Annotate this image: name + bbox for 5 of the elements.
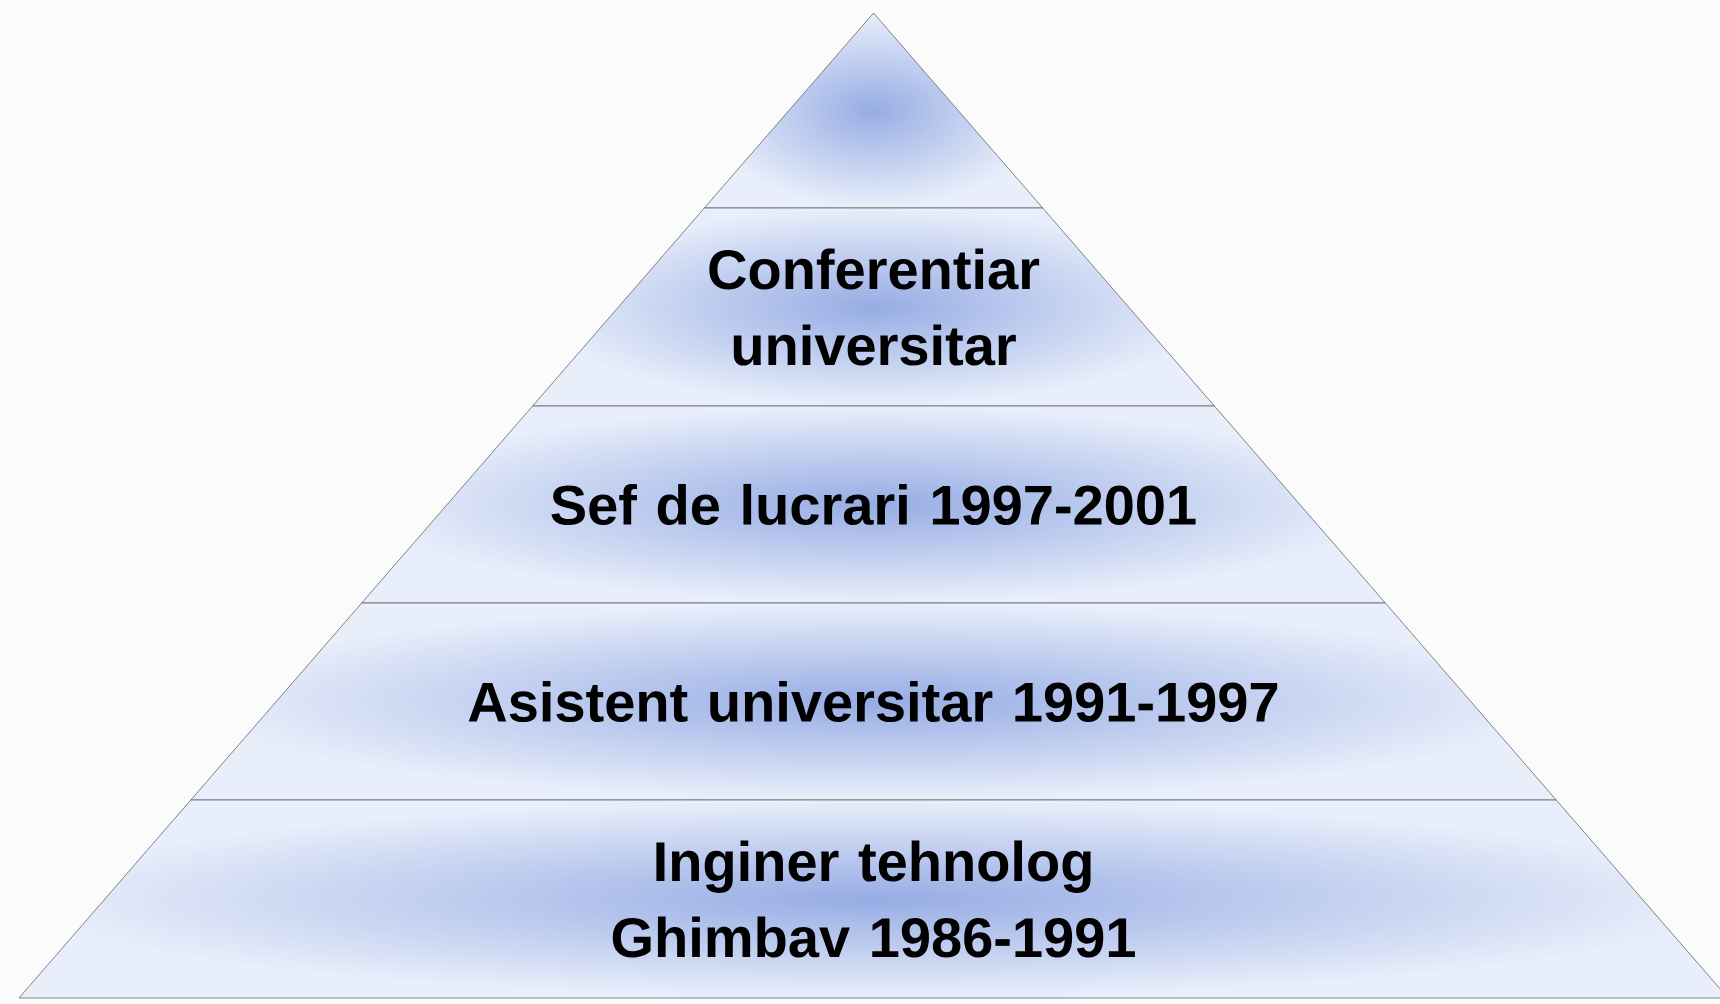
pyramid-level: Inginer tehnolog Ghimbav 1986-1991 — [18, 799, 1720, 999]
pyramid-level: Sef de lucrari 1997-2001 — [361, 405, 1386, 604]
pyramid-apex — [703, 12, 1044, 209]
pyramid-level: Asistent universitar 1991-1997 — [190, 602, 1557, 801]
pyramid-level: Conferentiar universitar — [532, 207, 1215, 407]
